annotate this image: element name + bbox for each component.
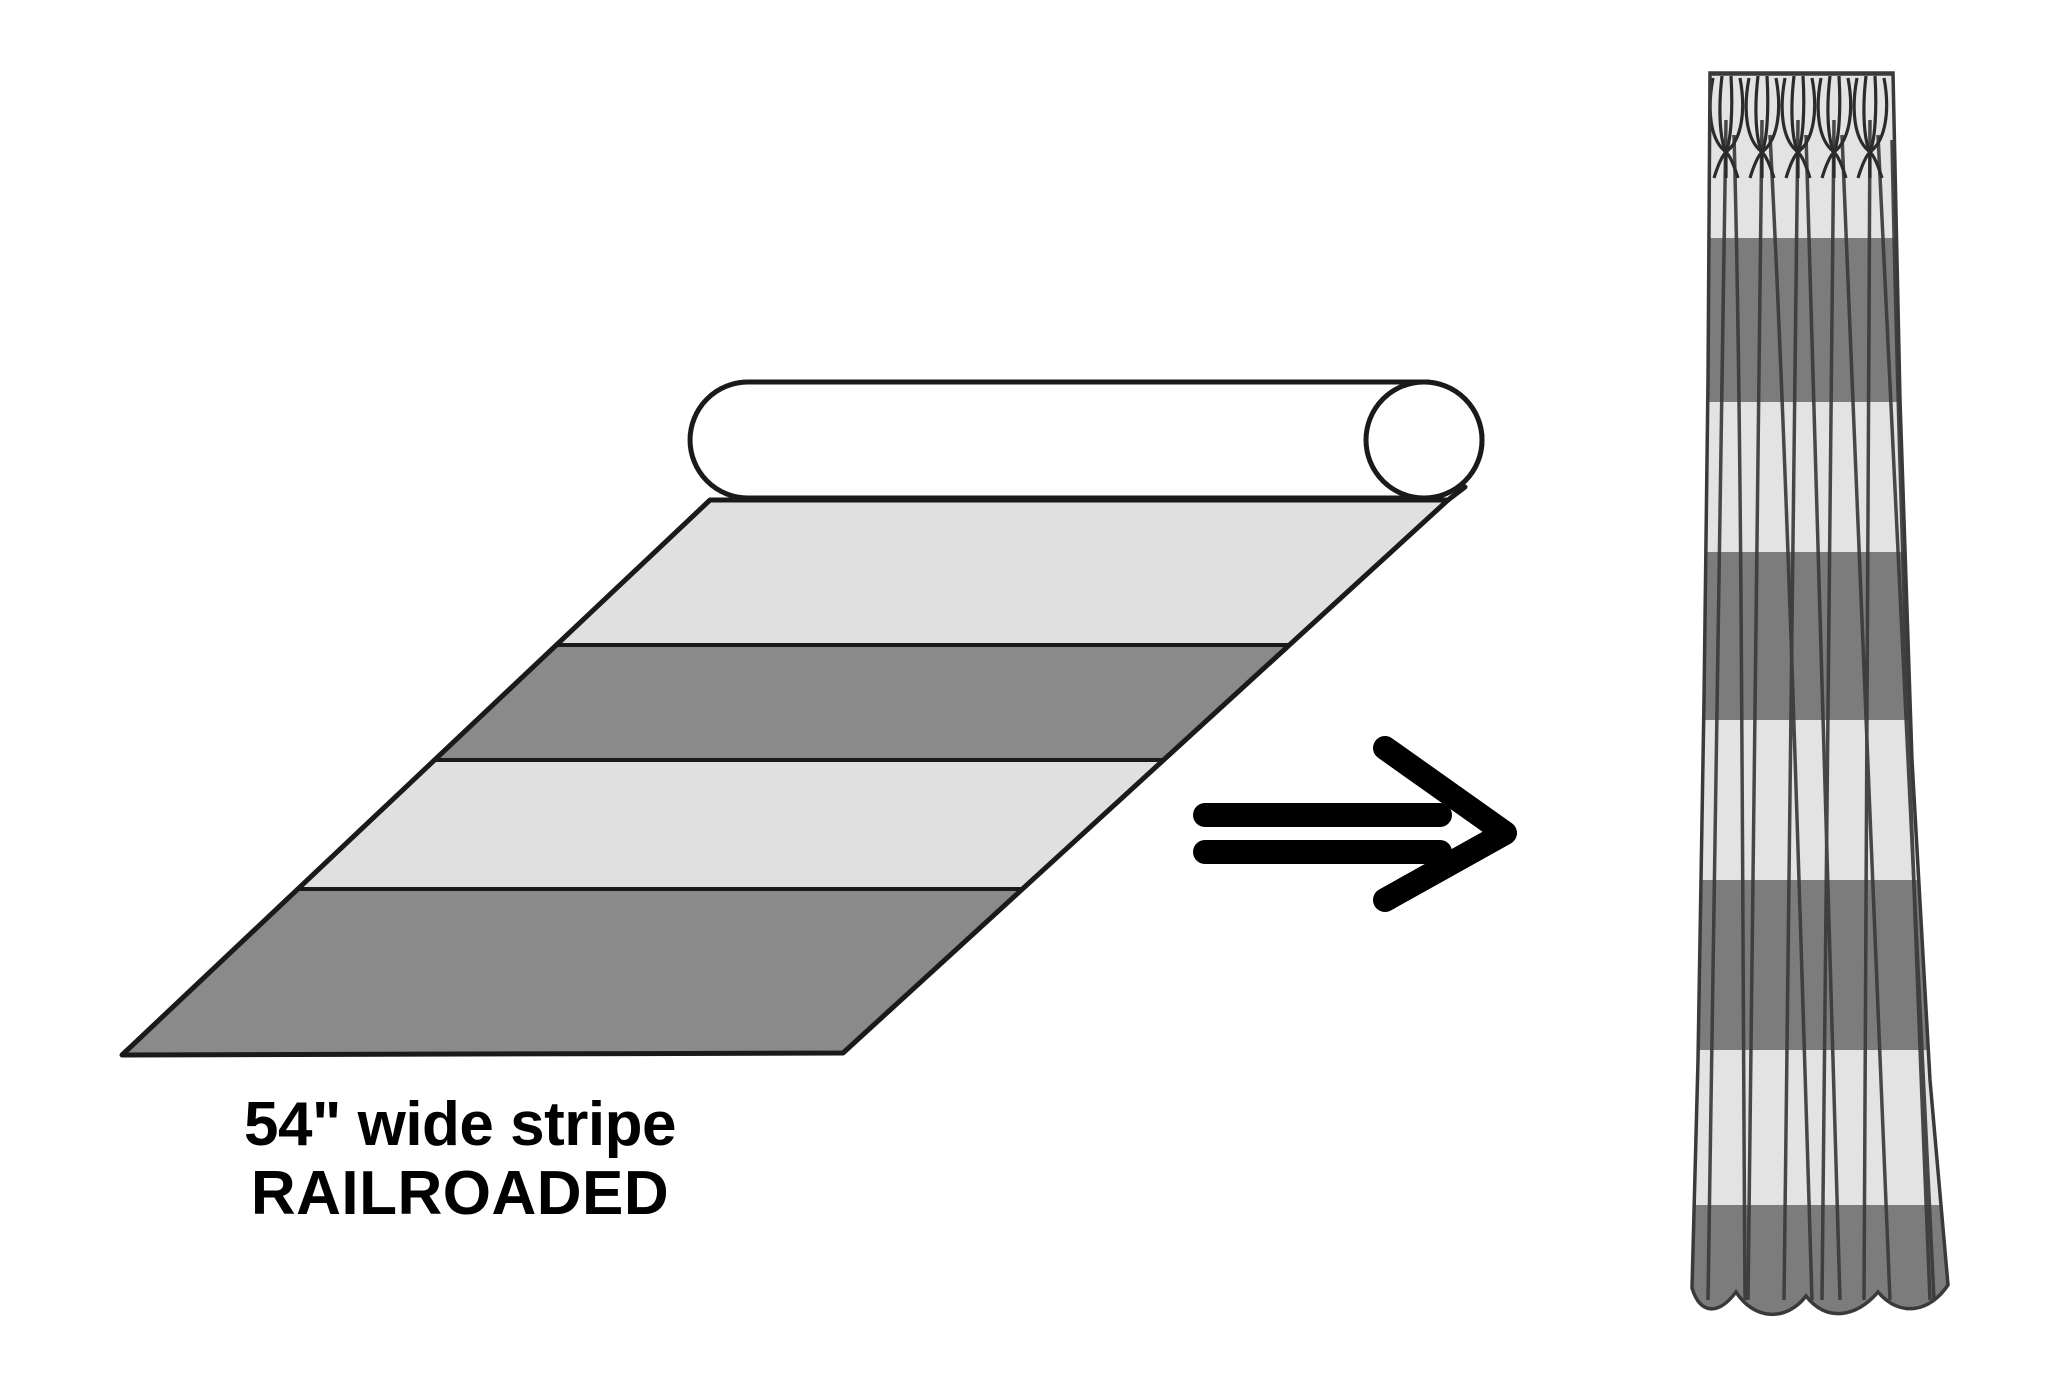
fold-line-7 bbox=[1820, 119, 1836, 1301]
pinch-pleat-5 bbox=[1852, 75, 1889, 179]
fold-line-10 bbox=[1876, 134, 1936, 1301]
pinch-pleat-2 bbox=[1744, 75, 1781, 179]
fold-line-3 bbox=[1746, 119, 1764, 1301]
pinch-pleat-3 bbox=[1780, 75, 1817, 179]
caption-line-2: RAILROADED bbox=[250, 1159, 670, 1229]
caption-block: 54" wide stripe RAILROADED bbox=[0, 1090, 920, 1229]
panel-stripe-dark-3 bbox=[1692, 880, 1948, 1050]
fold-line-6 bbox=[1804, 134, 1842, 1301]
drape-stripe-light-1 bbox=[122, 500, 1448, 650]
fold-line-1 bbox=[1706, 119, 1728, 1301]
pleat-heading bbox=[1708, 75, 1889, 179]
fold-line-2 bbox=[1732, 134, 1747, 1301]
fabric-bolt bbox=[119, 379, 1485, 1058]
panel-fold-lines bbox=[1706, 119, 1936, 1301]
fabric-drape-stripes bbox=[122, 500, 1448, 1055]
panel-outline bbox=[1690, 71, 1950, 1316]
drape-stripe-dark-1 bbox=[122, 645, 1448, 763]
fold-line-8 bbox=[1840, 134, 1892, 1301]
pinch-pleat-drapery-panel bbox=[1690, 71, 1950, 1316]
pinch-pleat-4 bbox=[1816, 75, 1853, 179]
fold-line-5 bbox=[1782, 119, 1800, 1301]
panel-stripe-light-3 bbox=[1692, 720, 1948, 880]
roll-end-cap-circle bbox=[1363, 379, 1485, 501]
panel-stripe-light-4 bbox=[1692, 1050, 1948, 1205]
roll-body bbox=[687, 379, 1485, 501]
roll-seam-right bbox=[1445, 484, 1468, 503]
drape-stripe-dark-2 bbox=[122, 889, 1448, 1055]
transform-arrow bbox=[1193, 736, 1517, 912]
caption-line-1: 54" wide stripe bbox=[244, 1090, 676, 1159]
pinch-pleat-1 bbox=[1708, 75, 1745, 179]
fold-line-9 bbox=[1862, 119, 1872, 1301]
fold-line-11 bbox=[1890, 139, 1932, 1301]
arrow-chevron-icon bbox=[1373, 736, 1517, 912]
